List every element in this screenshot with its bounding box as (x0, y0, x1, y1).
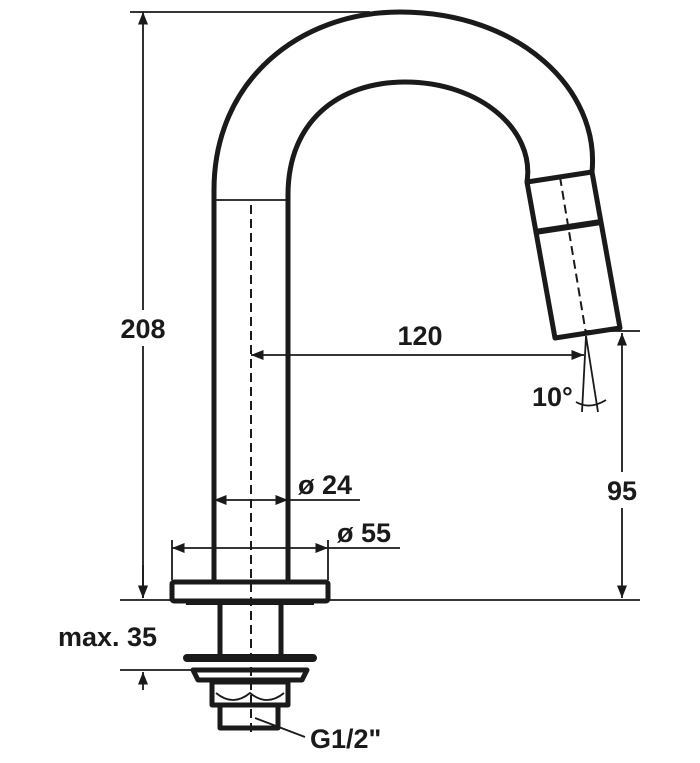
max-thickness-label: max. 35 (58, 622, 157, 652)
spout-angle-label: 10° (532, 382, 573, 412)
pipe-diameter-label: ø 24 (298, 470, 352, 500)
base-diameter-label: ø 55 (337, 518, 391, 548)
height-total-label: 208 (120, 314, 165, 344)
mounting-assembly (169, 579, 331, 738)
thread-label: G1/2" (310, 724, 381, 754)
spout-height-label: 95 (607, 476, 637, 506)
reach-label: 120 (397, 321, 442, 351)
faucet-body (211, 9, 623, 735)
dimension-lines (120, 11, 640, 690)
